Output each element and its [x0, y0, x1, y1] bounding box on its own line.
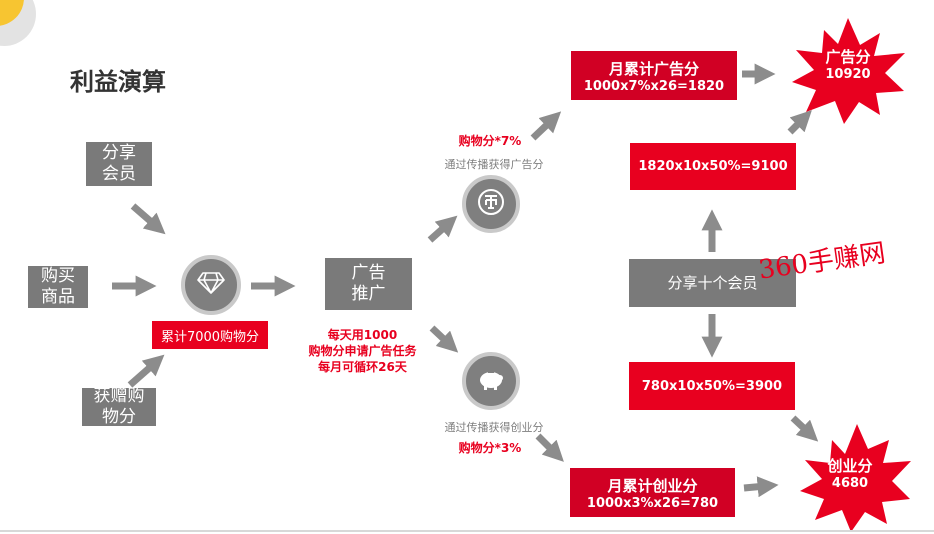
gift-points-box: 获赠购 物分 — [82, 386, 156, 427]
page-title: 利益演算 — [70, 68, 166, 96]
bottom-divider — [0, 530, 934, 532]
share-member-box: 分享 会员 — [86, 142, 152, 186]
ad-desc: 通过传播获得广告分 — [444, 158, 544, 171]
buy-goods-box: 购买 商品 — [28, 266, 88, 308]
ad-rate: 购物分*7% — [458, 134, 522, 148]
result-ad-value: 10920 — [825, 67, 871, 82]
arrow-ad-to-piggy — [429, 325, 459, 353]
result-ad: 广告分 10920 — [808, 48, 888, 84]
piggy-circle — [462, 352, 520, 410]
diamond-icon — [197, 271, 225, 299]
coin-icon — [476, 187, 506, 221]
monthly-biz-box: 月累计创业分 1000x3%x26=780 — [570, 468, 735, 517]
result-biz: 创业分 4680 — [810, 457, 890, 493]
biz-rate: 购物分*3% — [458, 441, 522, 455]
accumulate-label: 累计7000购物分 — [152, 321, 268, 349]
daily-note: 每天用1000 购物分申请广告任务 每月可循环26天 — [308, 328, 417, 374]
calc-ad-box: 1820x10x50%=9100 — [630, 143, 796, 190]
arrow-share-to-diamond — [130, 203, 166, 235]
monthly-ad-box: 月累计广告分 1000x7%x26=1820 — [571, 51, 737, 100]
diamond-circle — [181, 255, 241, 315]
ad-promo-box: 广告 推广 — [325, 258, 412, 310]
coin-circle — [462, 175, 520, 233]
biz-desc: 通过传播获得创业分 — [444, 421, 544, 434]
share-ten-box: 分享十个会员 — [629, 259, 796, 307]
monthly-ad-formula: 1000x7%x26=1820 — [583, 78, 725, 94]
arrow-gift-to-accumulate — [127, 354, 165, 388]
result-ad-title: 广告分 — [825, 48, 871, 66]
monthly-ad-title: 月累计广告分 — [608, 59, 699, 78]
arrow-monthly-biz-to-burst — [743, 476, 779, 498]
arrow-to-monthly-ad — [530, 111, 562, 141]
arrow-calc-ad-to-burst — [787, 110, 812, 135]
result-ad-starburst — [792, 18, 905, 124]
monthly-biz-title: 月累计创业分 — [607, 476, 698, 495]
arrow-ad-to-coin — [427, 215, 458, 243]
result-biz-starburst — [800, 424, 911, 532]
calc-biz-box: 780x10x50%=3900 — [629, 362, 795, 410]
monthly-biz-formula: 1000x3%x26=780 — [586, 495, 719, 511]
arrow-to-monthly-biz — [535, 433, 564, 462]
result-biz-title: 创业分 — [827, 457, 873, 475]
result-biz-value: 4680 — [831, 476, 869, 491]
piggy-bank-icon — [475, 366, 507, 396]
arrow-calc-biz-to-burst — [790, 415, 819, 442]
